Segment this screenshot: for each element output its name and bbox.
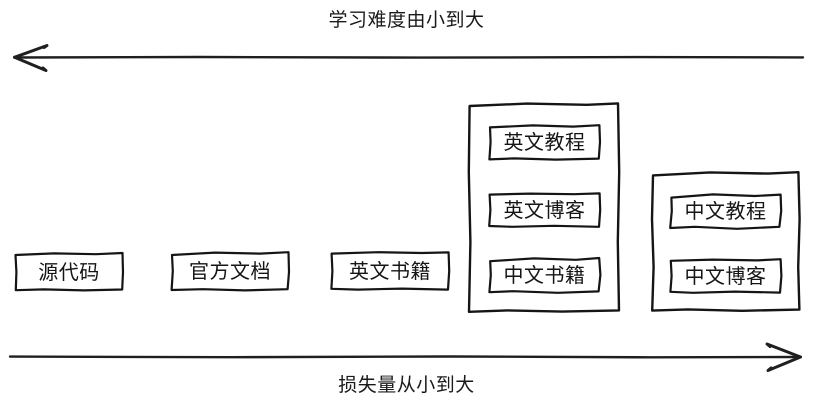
node-label: 中文书籍 bbox=[503, 263, 586, 287]
arrow-left-icon bbox=[13, 44, 805, 72]
node-frame bbox=[669, 258, 783, 294]
node-official-docs[interactable]: 官方文档 bbox=[170, 251, 291, 292]
group-chinese[interactable]: 中文教程 中文博客 bbox=[650, 171, 801, 312]
node-frame bbox=[488, 192, 602, 228]
node-label: 中文教程 bbox=[684, 199, 767, 223]
node-frame bbox=[170, 251, 291, 292]
arrow-right-icon bbox=[8, 342, 802, 372]
node-english-books[interactable]: 英文书籍 bbox=[330, 251, 451, 291]
bottom-axis-label: 损失量从小到大 bbox=[338, 374, 475, 396]
node-frame bbox=[488, 256, 602, 294]
node-frame bbox=[14, 251, 125, 292]
node-frame bbox=[330, 251, 451, 291]
group-english[interactable]: 英文教程 英文博客 中文书籍 bbox=[467, 102, 621, 313]
node-english-tutorials[interactable]: 英文教程 bbox=[488, 124, 602, 161]
node-frame bbox=[488, 124, 602, 161]
node-label: 英文博客 bbox=[503, 198, 586, 222]
node-chinese-books[interactable]: 中文书籍 bbox=[488, 256, 602, 294]
node-chinese-tutorials[interactable]: 中文教程 bbox=[669, 193, 783, 230]
node-english-blogs[interactable]: 英文博客 bbox=[488, 192, 602, 228]
node-chinese-blogs[interactable]: 中文博客 bbox=[669, 258, 783, 294]
node-label: 官方文档 bbox=[189, 259, 271, 283]
node-frame bbox=[669, 193, 783, 230]
node-label: 英文教程 bbox=[503, 130, 586, 154]
node-label: 英文书籍 bbox=[349, 259, 431, 283]
node-source-code[interactable]: 源代码 bbox=[14, 251, 125, 292]
node-label: 源代码 bbox=[38, 259, 100, 284]
node-label: 中文博客 bbox=[684, 264, 767, 288]
top-axis-label: 学习难度由小到大 bbox=[328, 9, 485, 31]
